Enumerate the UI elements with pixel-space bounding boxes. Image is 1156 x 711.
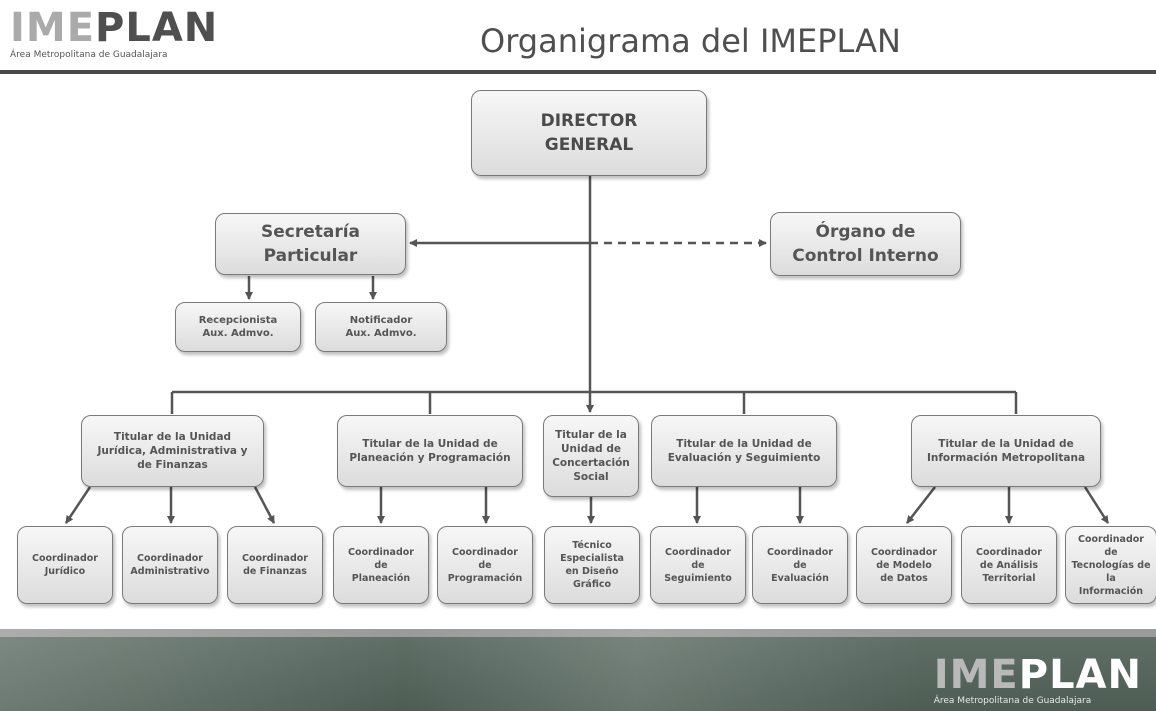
coordinator-label: Técnico Especialista en Diseño Gráfico (560, 540, 624, 590)
footer-logo-ime: IME (933, 652, 1019, 698)
link-c9 (906, 486, 936, 524)
coordinator-box: Coordinador de Finanzas (227, 526, 323, 604)
coordinator-label: Coordinador Jurídico (32, 553, 98, 577)
footer-logo-subtitle: Área Metropolitana de Guadalajara (933, 696, 1092, 706)
coordinator-box: Coordinador de Modelo de Datos (856, 526, 952, 604)
coordinator-box: Coordinador de Planeación (333, 526, 429, 604)
coordinator-box: Coordinador de Seguimiento (650, 526, 746, 604)
coordinator-box: Coordinador de Tecnologías de la Informa… (1065, 526, 1156, 604)
footer-logo-wordmark: IMEPLAN (934, 654, 1142, 696)
notificador-label: Notificador Aux. Admvo. (345, 315, 417, 339)
imeplan-logo: IMEPLAN Área Metropolitana de Guadalajar… (10, 6, 250, 66)
recepcionista-box: Recepcionista Aux. Admvo. (175, 302, 301, 352)
coordinator-label: Coordinador de Evaluación (767, 546, 833, 584)
secretaria-particular-box: Secretaría Particular (215, 213, 406, 275)
page-title: Organigrama del IMEPLAN (480, 22, 901, 60)
coordinator-label: Coordinador de Planeación (348, 546, 414, 584)
unit-label: Titular de la Unidad Jurídica, Administr… (97, 431, 248, 471)
coordinator-box: Coordinador de Evaluación (752, 526, 848, 604)
footer-logo-plan: PLAN (1018, 652, 1142, 698)
notificador-box: Notificador Aux. Admvo. (315, 302, 447, 352)
coordinator-box: Coordinador Administrativo (122, 526, 218, 604)
coordinator-label: Coordinador de Análisis Territorial (976, 546, 1042, 584)
unit-evaluacion-box: Titular de la Unidad de Evaluación y Seg… (651, 415, 837, 487)
unit-informacion-box: Titular de la Unidad de Información Metr… (911, 415, 1101, 487)
director-label: DIRECTOR GENERAL (540, 111, 638, 155)
unit-label: Titular de la Unidad de Información Metr… (926, 438, 1086, 464)
coordinator-label: Coordinador de Seguimiento (664, 546, 732, 584)
logo-plan: PLAN (95, 5, 219, 51)
link-c11 (1083, 486, 1110, 524)
unit-label: Titular de la Unidad de Planeación y Pro… (349, 438, 511, 464)
secretaria-label: Secretaría Particular (260, 222, 361, 266)
logo-wordmark: IMEPLAN (10, 6, 250, 50)
unit-concertacion-box: Titular de la Unidad de Concertación Soc… (543, 415, 639, 497)
director-general-box: DIRECTOR GENERAL (471, 90, 707, 176)
unit-juridica-box: Titular de la Unidad Jurídica, Administr… (81, 415, 264, 487)
logo-subtitle: Área Metropolitana de Guadalajara (10, 50, 168, 60)
organo-control-interno-box: Órgano de Control Interno (770, 212, 961, 276)
organo-label: Órgano de Control Interno (792, 222, 939, 266)
logo-ime: IME (10, 5, 96, 51)
header-divider (0, 70, 1156, 74)
coordinator-label: Coordinador de Programación (447, 546, 523, 584)
footer-band (0, 629, 1156, 711)
coordinator-label: Coordinador Administrativo (130, 553, 210, 577)
recepcionista-label: Recepcionista Aux. Admvo. (198, 315, 278, 339)
unit-label: Titular de la Unidad de Concertación Soc… (552, 429, 630, 483)
coordinator-box: Coordinador Jurídico (17, 526, 113, 604)
link-c1 (64, 486, 92, 524)
coordinator-box: Coordinador de Análisis Territorial (961, 526, 1057, 604)
link-c3 (253, 486, 276, 524)
coordinator-label: Coordinador de Tecnologías de la Informa… (1071, 533, 1151, 597)
unit-planeacion-box: Titular de la Unidad de Planeación y Pro… (337, 415, 523, 487)
coordinator-label: Coordinador de Finanzas (242, 553, 308, 577)
coordinator-box: Coordinador de Programación (437, 526, 533, 604)
coordinator-label: Coordinador de Modelo de Datos (871, 546, 937, 584)
coordinator-box: Técnico Especialista en Diseño Gráfico (544, 526, 640, 604)
footer-imeplan-logo: IMEPLAN Área Metropolitana de Guadalajar… (934, 654, 1142, 706)
unit-label: Titular de la Unidad de Evaluación y Seg… (667, 438, 821, 464)
